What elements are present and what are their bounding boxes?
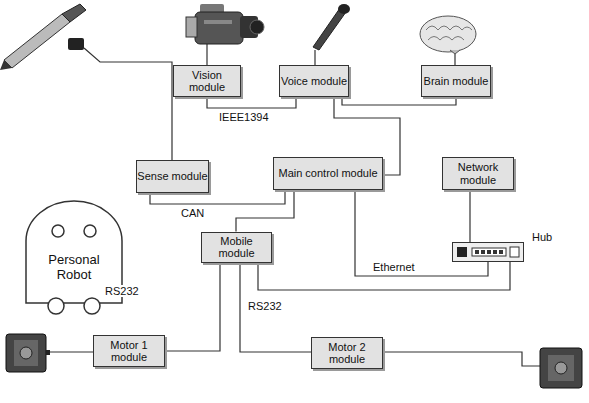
- motor-module: Motor 1 module: [93, 335, 165, 367]
- hub-port: [475, 250, 479, 254]
- hub-port-row: [472, 248, 506, 256]
- sense-module: Sense module: [136, 160, 209, 193]
- motor-module: Motor 2 module: [311, 337, 383, 369]
- robot-eye: [52, 225, 64, 237]
- brain-icon: [420, 16, 476, 54]
- hub-port: [510, 247, 519, 257]
- motor-icon-left: [6, 334, 50, 372]
- bus-label: RS232: [247, 300, 283, 312]
- module-label: Personal Robot: [38, 253, 110, 283]
- module-label: Vision module: [174, 69, 240, 93]
- bus-line: [469, 190, 470, 242]
- bus-line: [240, 263, 311, 353]
- bus-line: [342, 97, 456, 105]
- robot-wheel: [84, 298, 100, 314]
- network-hub: Hub: [452, 242, 524, 262]
- hub-device: [452, 242, 524, 262]
- module-label: Voice module: [281, 75, 347, 87]
- device-wires: [48, 44, 540, 366]
- mobile-module: Mobile module: [201, 232, 272, 263]
- bus-line: [165, 263, 220, 352]
- module-label: Mobile module: [202, 235, 271, 259]
- module-label: Network module: [443, 161, 513, 185]
- camera-icon: [186, 4, 264, 44]
- hub-port: [481, 250, 485, 254]
- bus-label: IEEE1394: [218, 111, 270, 123]
- bus-line: [236, 190, 294, 232]
- module-label: Hub: [532, 231, 552, 243]
- voice-module: Voice module: [279, 65, 349, 97]
- motor-icon-right: [540, 348, 582, 388]
- robot-eye: [84, 225, 96, 237]
- robot-wheel: [48, 298, 64, 314]
- vision-module: Vision module: [173, 65, 241, 97]
- hub-port: [493, 250, 497, 254]
- module-label: Sense module: [137, 170, 207, 182]
- hub-port: [457, 247, 467, 257]
- hub-port: [499, 250, 503, 254]
- hub-case: [453, 243, 524, 262]
- main-control-module: Main control module: [273, 157, 383, 190]
- module-label: Brain module: [424, 75, 489, 87]
- module-label: Main control module: [278, 167, 377, 179]
- bus-line: [207, 97, 296, 108]
- bus-line: [355, 190, 488, 276]
- bus-line: [258, 262, 510, 290]
- brain-module: Brain module: [421, 65, 491, 97]
- bus-label: CAN: [180, 207, 205, 219]
- module-label: Motor 1 module: [94, 339, 164, 363]
- tool-icon: [0, 4, 86, 70]
- microphone-icon: [313, 4, 350, 50]
- bus-label: RS232: [104, 285, 140, 297]
- hub-port: [487, 250, 491, 254]
- bus-label: Ethernet: [372, 261, 416, 273]
- module-label: Motor 2 module: [312, 341, 382, 365]
- network-module: Network module: [442, 157, 514, 190]
